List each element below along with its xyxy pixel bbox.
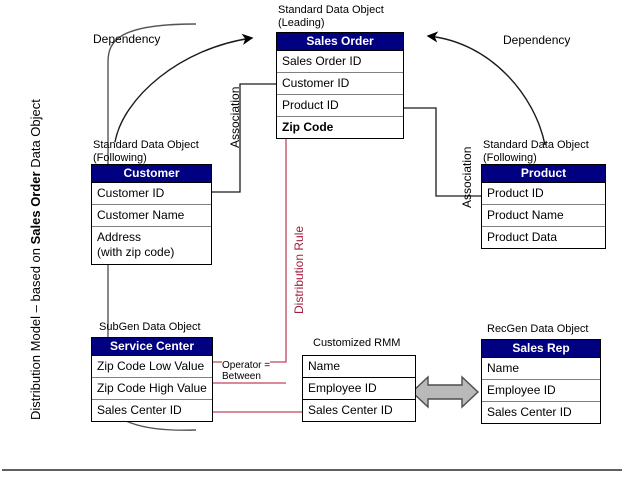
entity-sales-order-row-1[interactable]: Customer ID: [277, 73, 403, 95]
entity-sales-rep-row-2[interactable]: Sales Center ID: [487, 405, 572, 419]
model-frame-label-suffix: Data Object: [28, 99, 43, 172]
product-caption-line1: Standard Data Object: [483, 139, 589, 151]
dependency-arrow-right: [426, 31, 546, 146]
entity-customized-rmm[interactable]: Name Employee ID Sales Center ID: [302, 355, 416, 422]
entity-sales-order-title: Sales Order: [277, 33, 403, 51]
model-frame-label-bold: Sales Order: [28, 171, 43, 245]
dependency-label-left: Dependency: [93, 32, 161, 46]
entity-service-center-row-2[interactable]: Sales Center ID: [97, 403, 182, 417]
entity-customer-row-0[interactable]: Customer ID: [92, 183, 211, 205]
entity-customer-address-line2: (with zip code): [97, 245, 175, 259]
customer-caption-line2: (Following): [93, 152, 147, 164]
association-label-left: Association: [228, 86, 242, 148]
model-frame-label: Distribution Model – based on Sales Orde…: [28, 99, 43, 420]
entity-product-row-0[interactable]: Product ID: [482, 183, 605, 205]
entity-customer[interactable]: Customer Customer ID Customer Name Addre…: [91, 164, 212, 265]
entity-service-center[interactable]: Service Center Zip Code Low Value Zip Co…: [91, 337, 213, 422]
entity-sales-rep[interactable]: Sales Rep Name Employee ID Sales Center …: [481, 339, 601, 424]
entity-customized-rmm-row-1[interactable]: Employee ID: [303, 378, 415, 400]
entity-customer-address-line1: Address: [97, 230, 142, 244]
entity-customer-row-2[interactable]: Address (with zip code): [92, 227, 211, 264]
sales-order-caption-line2: (Leading): [278, 17, 325, 29]
entity-product-title: Product: [482, 165, 605, 183]
entity-customized-rmm-row-2[interactable]: Sales Center ID: [308, 403, 393, 417]
entity-sales-rep-row-1[interactable]: Employee ID: [482, 380, 600, 402]
association-connector-left: [212, 83, 276, 193]
association-label-right: Association: [460, 146, 474, 208]
dependency-label-right: Dependency: [503, 33, 571, 47]
customized-rmm-caption: Customized RMM: [313, 337, 401, 349]
sales-order-caption: Standard Data Object (Leading): [278, 4, 384, 30]
model-frame-label-prefix: Distribution Model – based on: [28, 244, 43, 420]
entity-sales-rep-title: Sales Rep: [482, 340, 600, 358]
service-center-caption: SubGen Data Object: [99, 321, 201, 333]
entity-service-center-row-1[interactable]: Zip Code High Value: [92, 378, 212, 400]
entity-service-center-title: Service Center: [92, 338, 212, 356]
entity-customer-title: Customer: [92, 165, 211, 183]
product-caption-line2: (Following): [483, 152, 537, 164]
product-caption: Standard Data Object (Following): [483, 139, 589, 165]
distribution-rule-label: Distribution Rule: [292, 225, 306, 314]
entity-sales-order-row-3[interactable]: Zip Code: [282, 120, 334, 134]
bidirectional-arrow: [410, 375, 480, 409]
entity-customer-row-1[interactable]: Customer Name: [92, 205, 211, 227]
entity-sales-rep-row-0[interactable]: Name: [482, 358, 600, 380]
entity-product-row-1[interactable]: Product Name: [482, 205, 605, 227]
entity-sales-order-row-0[interactable]: Sales Order ID: [277, 51, 403, 73]
operator-between-line1: Operator =: [222, 360, 271, 371]
entity-sales-order-row-2[interactable]: Product ID: [277, 95, 403, 117]
operator-between-label: Operator = Between: [222, 360, 271, 382]
customer-caption-line1: Standard Data Object: [93, 139, 199, 151]
operator-between-line2: Between: [222, 371, 261, 382]
entity-service-center-row-0[interactable]: Zip Code Low Value: [92, 356, 212, 378]
entity-sales-order[interactable]: Sales Order Sales Order ID Customer ID P…: [276, 32, 404, 139]
customer-caption: Standard Data Object (Following): [93, 139, 199, 165]
sales-rep-caption: RecGen Data Object: [487, 323, 589, 335]
entity-product-row-2[interactable]: Product Data: [487, 230, 558, 244]
sales-order-caption-line1: Standard Data Object: [278, 4, 384, 16]
entity-customized-rmm-row-0[interactable]: Name: [303, 356, 415, 378]
entity-product[interactable]: Product Product ID Product Name Product …: [481, 164, 606, 249]
distribution-rule-connector: [213, 127, 287, 363]
